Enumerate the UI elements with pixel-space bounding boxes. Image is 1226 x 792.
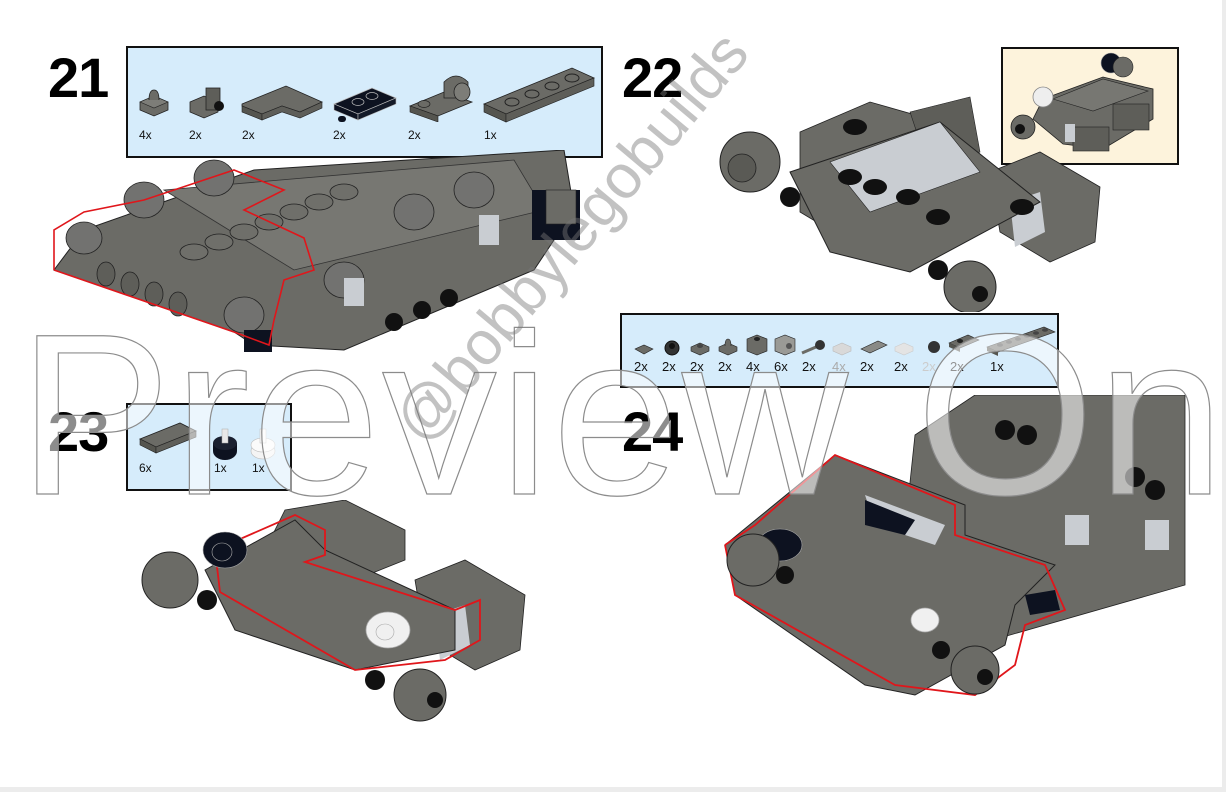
part-qty: 2x: [333, 128, 346, 142]
step-21-model-illustration: [53, 150, 580, 352]
part-clip-plate-icon: [718, 338, 738, 356]
step-number-22: 22: [622, 46, 683, 109]
part-qty: 6x: [774, 359, 788, 374]
step-number-21: 21: [48, 46, 109, 109]
part-plate-1x6-icon: [986, 326, 1056, 356]
page-edge-bottom: [0, 787, 1226, 792]
part-plate-1x4-icon: [482, 67, 596, 123]
step-number-24: 24: [622, 400, 683, 463]
page-edge-right: [1222, 0, 1226, 792]
part-bar-holder-icon: [801, 340, 825, 355]
part-qty: 2x: [922, 359, 936, 374]
part-qty: 4x: [832, 359, 846, 374]
part-corner-plate-icon: [241, 85, 323, 121]
part-qty: 2x: [634, 359, 648, 374]
parts-list-step-22: 2x 2x 2x 2x 4x 6x 2x 4x 2x 2x 2x 2x 1x: [620, 313, 1059, 388]
part-round-plate-icon: [664, 340, 680, 356]
part-qty: 2x: [718, 359, 732, 374]
part-qty: 2x: [802, 359, 816, 374]
part-plate-clip-icon: [139, 89, 169, 117]
part-clip-plate-light-icon: [832, 342, 852, 356]
part-plate-1x1-icon: [690, 342, 710, 356]
part-cone-icon: [928, 341, 940, 353]
part-qty: 2x: [950, 359, 964, 374]
part-qty: 2x: [662, 359, 676, 374]
part-brick-stud-side-icon: [774, 334, 796, 356]
part-qty: 1x: [484, 128, 497, 142]
part-qty: 2x: [690, 359, 704, 374]
submodel-callout-step-22: [1001, 47, 1179, 165]
step-number-23: 23: [48, 400, 109, 463]
part-black-pin-plate-icon: [333, 87, 397, 122]
step-24-model-illustration: [724, 395, 1186, 696]
part-wheel-black-icon: [213, 428, 237, 460]
part-qty: 2x: [408, 128, 421, 142]
part-qty: 2x: [189, 128, 202, 142]
part-qty: 2x: [242, 128, 255, 142]
part-qty: 4x: [746, 359, 760, 374]
step-23-model-illustration: [141, 500, 526, 722]
part-bracket-icon: [189, 87, 224, 119]
part-clip-plate-trans-icon: [894, 342, 914, 356]
parts-list-step-23: 6x 1x 1x: [126, 403, 292, 491]
part-qty: 2x: [860, 359, 874, 374]
part-qty: 1x: [214, 461, 227, 475]
part-pinhole-plate-icon: [408, 75, 474, 122]
part-brick-1x1-icon: [746, 334, 768, 356]
submodel-illustration: [1010, 52, 1154, 152]
part-wheel-clear-icon: [250, 428, 276, 460]
part-qty: 1x: [252, 461, 265, 475]
part-qty: 1x: [990, 359, 1004, 374]
part-qty: 2x: [894, 359, 908, 374]
part-qty: 4x: [139, 128, 152, 142]
part-tile-icon: [634, 344, 654, 355]
part-tile-1x2-icon: [139, 422, 197, 454]
part-plate-handle-icon: [948, 334, 980, 352]
part-tile-1x2-icon: [860, 340, 888, 354]
part-qty: 6x: [139, 461, 152, 475]
parts-list-step-21: 4x 2x 2x 2x 2x 1x: [126, 46, 603, 158]
step-22-model-illustration: [719, 96, 1101, 312]
